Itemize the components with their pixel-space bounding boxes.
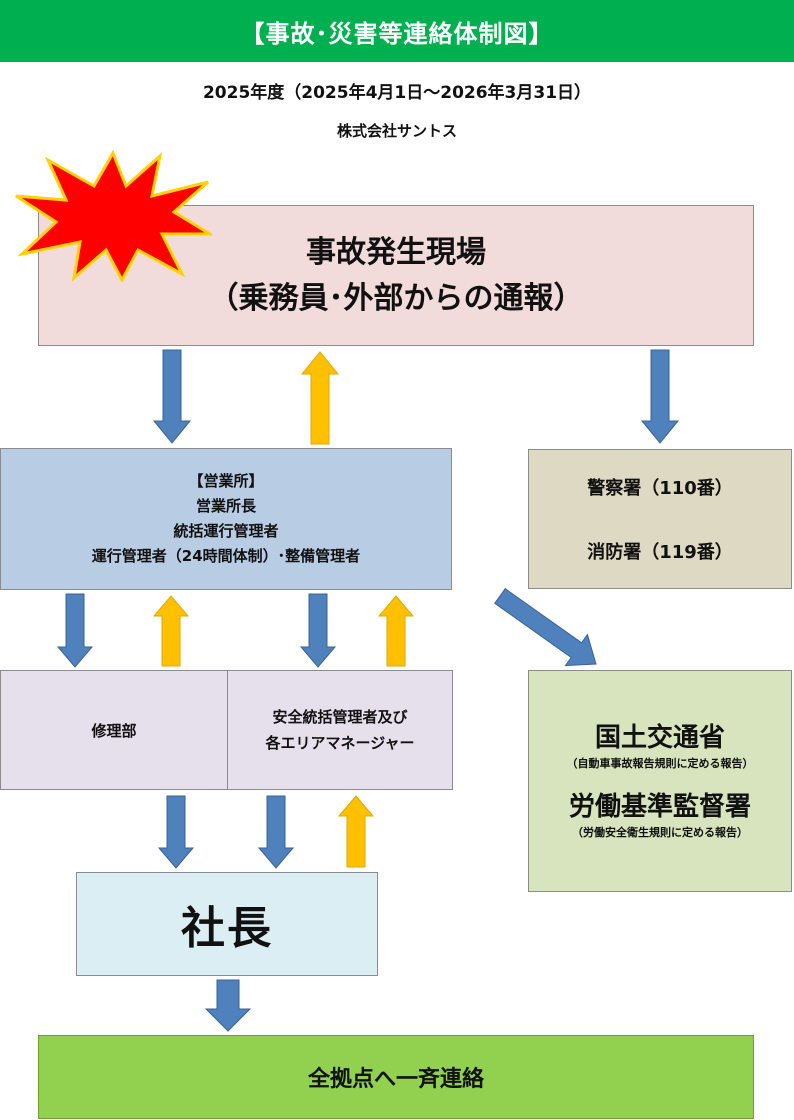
sales-office-box: 【営業所】 営業所長 統括運行管理者 運行管理者（24時間体制）･整備管理者 — [0, 448, 452, 590]
president-label: 社長 — [181, 903, 273, 954]
arrow-office-to-agencies — [494, 588, 597, 667]
police-label: 警察署（110番） — [587, 478, 733, 499]
arrow-safety-to-office — [377, 595, 415, 667]
explosion-starburst-icon — [15, 150, 212, 282]
fire-department-label: 消防署（119番） — [587, 542, 733, 563]
labor-office-note: （労働安全衛生規則に定める報告） — [572, 826, 748, 839]
mlit-label: 国土交通省 — [594, 723, 725, 753]
accident-site-title: 事故発生現場 — [306, 234, 486, 270]
emergency-services-box: 警察署（110番） 消防署（119番） — [528, 449, 792, 589]
operations-maintenance-managers: 運行管理者（24時間体制）･整備管理者 — [91, 547, 361, 565]
company-name: 株式会社サントス — [336, 122, 457, 140]
title-bar: 【事故･災害等連絡体制図】 — [0, 0, 794, 62]
arrow-site-to-office — [152, 349, 192, 444]
safety-managers-box: 安全統括管理者及び 各エリアマネージャー — [227, 670, 453, 790]
arrow-site-to-emergency — [640, 349, 680, 444]
arrow-president-to-broadcast — [204, 979, 252, 1032]
president-box: 社長 — [76, 872, 378, 976]
page-title: 【事故･災害等連絡体制図】 — [240, 19, 554, 48]
arrow-office-to-site — [300, 351, 340, 445]
office-heading: 【営業所】 — [188, 472, 264, 490]
arrow-repair-to-office — [152, 595, 190, 667]
accident-site-box: 事故発生現場 （乗務員･外部からの通報） — [38, 205, 754, 346]
broadcast-box: 全拠点へ一斉連絡 — [38, 1035, 754, 1119]
accident-site-subtitle: （乗務員･外部からの通報） — [208, 280, 584, 316]
repair-department-box: 修理部 — [0, 670, 228, 790]
arrow-office-to-repair — [56, 593, 94, 668]
arrow-repair-to-president — [157, 795, 195, 869]
repair-department-label: 修理部 — [91, 721, 137, 740]
office-manager: 営業所長 — [195, 497, 256, 515]
safety-manager-label: 安全統括管理者及び — [272, 708, 408, 726]
fiscal-period: 2025年度（2025年4月1日～2026年3月31日） — [202, 83, 592, 103]
area-managers-label: 各エリアマネージャー — [265, 734, 415, 752]
chief-operations-manager: 統括運行管理者 — [173, 522, 279, 540]
arrow-safety-to-president — [257, 795, 295, 869]
arrow-office-to-safety — [299, 593, 337, 668]
mlit-note: （自動車事故報告規則に定める報告） — [566, 757, 754, 770]
government-agencies-box: 国土交通省 （自動車事故報告規則に定める報告） 労働基準監督署 （労働安全衛生規… — [528, 670, 792, 892]
labor-office-label: 労働基準監督署 — [568, 792, 751, 822]
arrow-president-to-safety — [337, 795, 375, 868]
broadcast-label: 全拠点へ一斉連絡 — [307, 1067, 484, 1092]
